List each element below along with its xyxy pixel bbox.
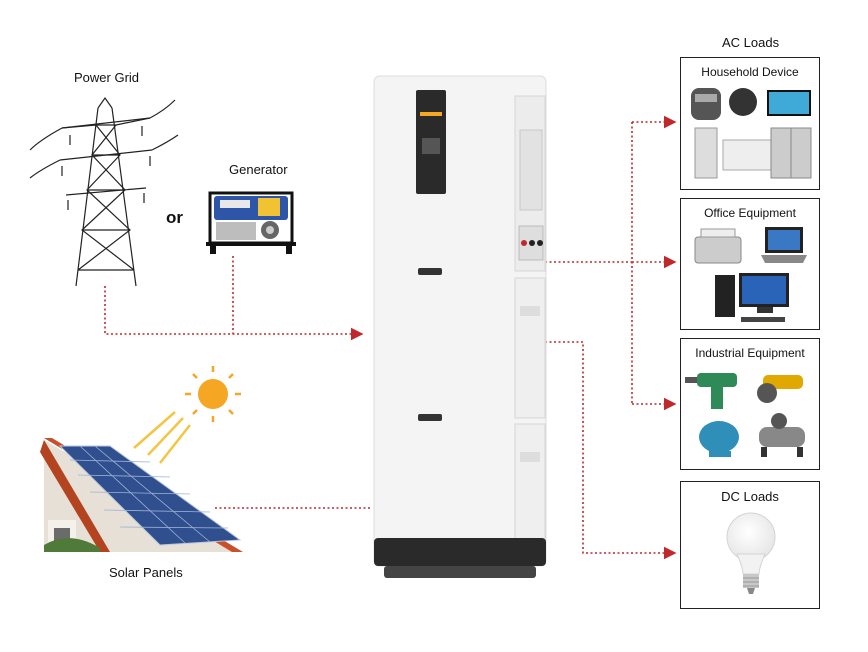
generator-label: Generator	[229, 162, 288, 177]
dc-connector	[545, 342, 675, 553]
office-equipment-box: Office Equipment	[680, 198, 820, 330]
light-bulb-icon	[681, 482, 819, 608]
office-devices-icon	[681, 199, 819, 329]
solar-panels-label: Solar Panels	[109, 565, 183, 580]
dc-loads-box: DC Loads	[680, 481, 820, 609]
ac-loads-heading: AC Loads	[722, 35, 779, 50]
industrial-tools-icon	[681, 339, 819, 469]
household-appliances-icon	[681, 58, 819, 189]
power-grid-label: Power Grid	[74, 70, 139, 85]
industrial-equipment-box: Industrial Equipment	[680, 338, 820, 470]
household-device-box: Household Device	[680, 57, 820, 190]
or-label: or	[166, 208, 183, 228]
